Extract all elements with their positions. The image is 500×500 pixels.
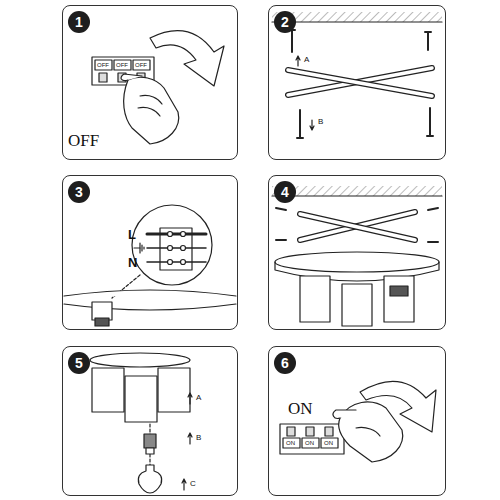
mounting-bracket	[288, 68, 432, 96]
magnifier	[132, 205, 212, 285]
canopy	[64, 290, 236, 326]
part-letter: B	[318, 118, 323, 126]
hand	[121, 74, 179, 144]
step-panel: 3	[62, 175, 238, 330]
lamp-assembly	[90, 353, 192, 493]
part-letter: C	[190, 480, 196, 488]
callout-number: 6	[274, 352, 296, 374]
switch-label: ON	[305, 440, 314, 446]
callout-number: 5	[68, 352, 90, 374]
callout-number: 1	[68, 11, 90, 33]
step-panel: 5	[62, 346, 238, 496]
step-panel: 2	[268, 5, 446, 160]
switch-label: OFF	[135, 62, 147, 68]
hand	[333, 402, 403, 462]
mounting-bracket	[276, 208, 438, 242]
step-panel: 4	[268, 175, 446, 330]
switch-label: ON	[286, 440, 295, 446]
switch-label: OFF	[97, 62, 109, 68]
part-letter: A	[196, 394, 201, 402]
callout-number: 2	[274, 11, 296, 33]
breaker-switch	[280, 424, 344, 454]
terminal-block	[147, 228, 206, 270]
part-letter: B	[196, 434, 201, 442]
turn-arrow	[150, 31, 224, 86]
callout-number: 4	[274, 181, 296, 203]
part-letter: A	[304, 56, 309, 64]
switch-label: OFF	[116, 62, 128, 68]
wire-label: L	[128, 228, 136, 241]
callout-number: 3	[68, 181, 90, 203]
canopy	[275, 252, 439, 326]
switch-label: ON	[324, 440, 333, 446]
screws	[289, 30, 433, 138]
wire-label: N	[128, 256, 137, 269]
step-caption: ON	[288, 400, 313, 417]
step-panel: 6	[268, 346, 446, 496]
step-caption: OFF	[68, 132, 99, 149]
ground-symbol	[134, 243, 144, 253]
